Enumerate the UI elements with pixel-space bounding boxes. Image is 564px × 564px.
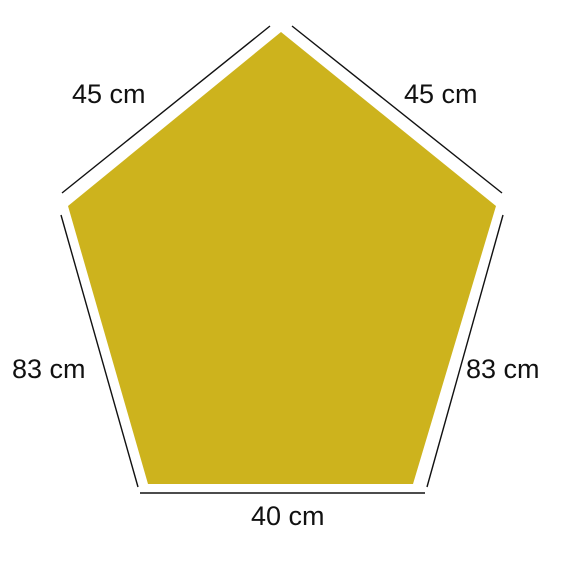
label-top-right: 45 cm bbox=[404, 79, 478, 109]
label-right: 83 cm bbox=[466, 354, 540, 384]
pentagon-shape bbox=[68, 32, 496, 484]
dimension-line-left bbox=[60, 214, 139, 488]
label-top-left: 45 cm bbox=[72, 79, 146, 109]
label-left: 83 cm bbox=[12, 354, 86, 384]
dimension-line-top-left bbox=[61, 25, 271, 194]
dimension-line-right bbox=[426, 214, 504, 488]
label-bottom: 40 cm bbox=[251, 501, 325, 531]
dimension-line-top-right bbox=[291, 25, 503, 194]
